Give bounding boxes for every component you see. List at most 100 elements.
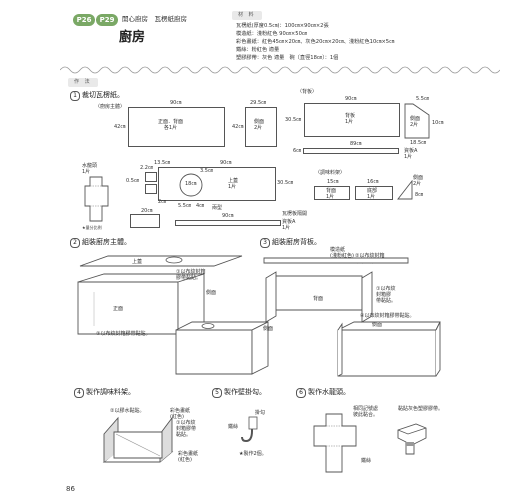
step-3-number: 3 bbox=[260, 238, 270, 248]
back-board-assembly bbox=[263, 257, 409, 323]
dim-18-5: 18.5㎝ bbox=[410, 140, 427, 146]
step-5-number: 5 bbox=[212, 388, 222, 398]
dim-18: 18㎝ bbox=[185, 181, 197, 187]
s6-note-2: 黏貼灰色塑膠膠帶。 bbox=[398, 406, 444, 412]
kitchen-body-assembly bbox=[77, 255, 243, 335]
dim-3-5: 3.5㎝ bbox=[200, 168, 213, 174]
s5-hook-label: 掛勾 bbox=[255, 410, 266, 416]
material-3: 彩色畫紙：紅色45㎝×20㎝、灰色20㎝×20㎝、淺粉紅色10㎝×5㎝ bbox=[236, 39, 395, 45]
part-a-strip bbox=[303, 148, 399, 154]
top-cover-panel bbox=[158, 167, 276, 201]
s2-note-2: ②以布紋封箱膠帶黏貼。 bbox=[96, 331, 151, 337]
dim-90-c: 90㎝ bbox=[220, 160, 232, 166]
side-label: 側面 2片 bbox=[254, 119, 265, 131]
s2-top-label: 上蓋 bbox=[132, 259, 143, 265]
dim-30-5-b: 30.5㎝ bbox=[277, 180, 294, 186]
s3-note-2: ①以布紋 封箱膠 帶黏貼。 bbox=[376, 286, 397, 304]
kitchen-body-assembled bbox=[175, 321, 269, 375]
dim-42-b: 42㎝ bbox=[232, 124, 244, 130]
s6-wire-label: 鐵絲 bbox=[361, 458, 372, 464]
faucet-slot-1 bbox=[145, 172, 157, 182]
wall-hook-board bbox=[130, 214, 160, 228]
step-4-text: 製作調味料架。 bbox=[86, 388, 135, 396]
s3-mold-paper: 模造紙 (淺粉紅色) bbox=[330, 247, 354, 259]
step-4-number: 4 bbox=[74, 388, 84, 398]
dim-6-a: 6㎝ bbox=[293, 148, 302, 154]
dim-89: 89㎝ bbox=[350, 141, 362, 147]
front-back-label: 正面．背面 各1片 bbox=[158, 119, 184, 131]
step-6-text: 製作水龍頭。 bbox=[308, 388, 350, 396]
front-back-panel bbox=[128, 107, 225, 147]
faucet-finished-drawing bbox=[397, 423, 427, 455]
dim-90-b: 90㎝ bbox=[345, 96, 357, 102]
dim-2: 2㎝ bbox=[158, 199, 167, 205]
s4-note-2: 彩色畫紙 (紅色) bbox=[170, 408, 191, 420]
part-a2-strip bbox=[175, 220, 281, 226]
spice-side-text: 側面 2片 bbox=[413, 175, 424, 187]
s2-side-label: 側面 bbox=[206, 290, 217, 296]
s3-note-3: ④以布紋封箱膠帶黏貼。 bbox=[360, 313, 415, 319]
spice-rack-drawing bbox=[102, 416, 174, 463]
top-cover-text: 上蓋 1片 bbox=[228, 178, 239, 190]
s5-wire-label: 鐵絲 bbox=[228, 424, 239, 430]
spice-rack-label: 〈調味料架〉 bbox=[315, 170, 346, 176]
back-board-panel bbox=[304, 103, 400, 137]
page-ref-badge-p29: P29 bbox=[96, 14, 118, 26]
side-panel bbox=[245, 107, 277, 147]
s2-front-label: 正面 bbox=[113, 306, 124, 312]
back-board-label: 〈背板〉 bbox=[297, 89, 318, 95]
wall-hook-icon bbox=[241, 416, 258, 443]
materials-tag: 材 料 bbox=[232, 11, 262, 20]
back-board-text: 背板 1片 bbox=[345, 113, 356, 125]
dim-42-a: 42㎝ bbox=[114, 124, 126, 130]
part-a2-text: 資板A 1片 bbox=[282, 219, 296, 231]
back-side-text: 側面 2片 bbox=[410, 116, 421, 128]
hole-type: 兩型 bbox=[212, 205, 223, 211]
material-5: 塑膠膠帶：灰色 適量 碗〔直徑18㎝〕：1個 bbox=[236, 55, 339, 61]
s4-note-1: ②以膠水黏貼。 bbox=[110, 408, 145, 414]
dim-5-5-a: 5.5㎝ bbox=[416, 96, 429, 102]
sink-hole-circle bbox=[179, 173, 203, 197]
method-tag: 作 法 bbox=[68, 78, 98, 87]
scalloped-divider bbox=[60, 66, 500, 74]
step-2-text: 組裝廚房主體。 bbox=[82, 238, 131, 246]
s3-side-label-2: 側面 bbox=[372, 322, 383, 328]
step-1-number: 1 bbox=[70, 91, 80, 101]
dim-10-a: 10㎝ bbox=[432, 120, 444, 126]
dim-0-5: 0.5㎝ bbox=[126, 178, 139, 184]
page-number: 86 bbox=[66, 485, 75, 493]
step-3-text: 組裝廚房背板。 bbox=[272, 238, 321, 246]
faucet-pattern bbox=[84, 176, 109, 222]
page-ref-badge-p26: P26 bbox=[73, 14, 95, 26]
series-title: 開心廚房 瓦楞紙廚房 bbox=[122, 15, 187, 23]
faucet-label: 水龍頭 1片 bbox=[82, 163, 98, 175]
spice-bottom-panel bbox=[355, 186, 393, 200]
page-title: 廚房 bbox=[119, 30, 146, 45]
dim-2-2: 2.2㎝ bbox=[140, 165, 153, 171]
dim-30-5-a: 30.5㎝ bbox=[285, 117, 302, 123]
dim-90-a: 90㎝ bbox=[170, 100, 182, 106]
spice-bottom-text: 底部 1片 bbox=[367, 188, 378, 200]
faucet-fold-drawing bbox=[313, 413, 357, 473]
s6-note-1: 相同記號處 彼此黏合。 bbox=[353, 406, 379, 418]
faucet-slot-2 bbox=[145, 184, 157, 194]
wall-hook-text: 瓦楞板隔開 bbox=[282, 211, 308, 217]
material-4: 鐵絲：粉紅色 適量 bbox=[236, 47, 280, 53]
main-body-label: 〈廚房主體〉 bbox=[95, 104, 126, 110]
step-2-number: 2 bbox=[70, 238, 80, 248]
dim-15: 15㎝ bbox=[327, 179, 339, 185]
step-5-text: 製作壁掛勾。 bbox=[224, 388, 266, 396]
dim-13-5: 13.5㎝ bbox=[154, 160, 171, 166]
spice-back-text: 背面 1片 bbox=[326, 188, 337, 200]
back-side-panel bbox=[404, 103, 430, 139]
dim-20: 20㎝ bbox=[141, 208, 153, 214]
dim-8: 8㎝ bbox=[415, 192, 424, 198]
faucet-note: ★量分比例 bbox=[82, 225, 102, 230]
material-1: 瓦楞紙(厚度0.5㎝)：100㎝×90㎝×2張 bbox=[236, 23, 329, 29]
